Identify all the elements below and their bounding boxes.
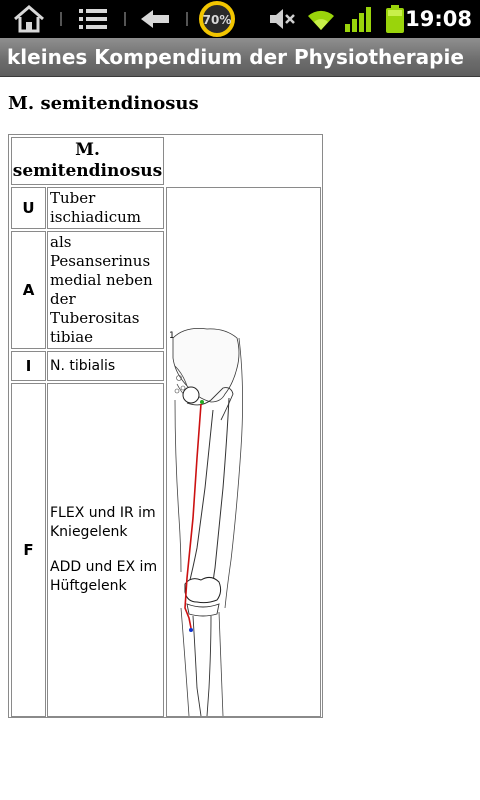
status-bar: 70% 19:08 bbox=[0, 0, 480, 38]
row-value-a: als Pesanserinus medial neben der Tubero… bbox=[47, 231, 164, 349]
content-area[interactable]: M. semitendinosus M. semitendinosus U Tu… bbox=[0, 77, 480, 800]
page-heading: M. semitendinosus bbox=[8, 93, 199, 114]
mute-icon bbox=[264, 0, 300, 38]
wifi-icon bbox=[302, 0, 340, 38]
row-value-f: FLEX und IR im Kniegelenk ADD und EX im … bbox=[47, 383, 164, 717]
battery-percent-text: 70% bbox=[203, 13, 232, 27]
app-title-bar: kleines Kompendium der Physiotherapie bbox=[0, 38, 480, 77]
battery-icon bbox=[380, 0, 410, 38]
signal-icon bbox=[342, 0, 374, 38]
muscle-table: M. semitendinosus U Tuber ischiadicum A … bbox=[8, 134, 323, 718]
separator bbox=[60, 12, 62, 26]
menu-icon[interactable] bbox=[72, 0, 114, 38]
row-label-f: F bbox=[11, 383, 46, 717]
separator bbox=[186, 12, 188, 26]
battery-percent-icon: 70% bbox=[196, 0, 238, 38]
function-line-2: ADD und EX im Hüftgelenk bbox=[50, 559, 158, 594]
leg-anatomy-illustration: 1 bbox=[169, 328, 243, 716]
home-icon[interactable] bbox=[8, 0, 50, 38]
function-line-1: FLEX und IR im Kniegelenk bbox=[50, 505, 156, 540]
row-label-i: I bbox=[11, 351, 46, 381]
separator bbox=[124, 12, 126, 26]
row-value-u: Tuber ischiadicum bbox=[47, 187, 164, 229]
row-label-a: A bbox=[11, 231, 46, 349]
illustration-label: 1 bbox=[169, 331, 175, 341]
table-header-text: M. semitendinosus bbox=[12, 140, 163, 181]
app-title: kleines Kompendium der Physiotherapie bbox=[7, 45, 464, 69]
row-label-u: U bbox=[11, 187, 46, 229]
table-header: M. semitendinosus bbox=[11, 137, 164, 185]
illustration-cell: 1 bbox=[166, 187, 321, 717]
back-icon[interactable] bbox=[134, 0, 176, 38]
row-value-i: N. tibialis bbox=[47, 351, 164, 381]
status-time: 19:08 bbox=[405, 7, 472, 31]
